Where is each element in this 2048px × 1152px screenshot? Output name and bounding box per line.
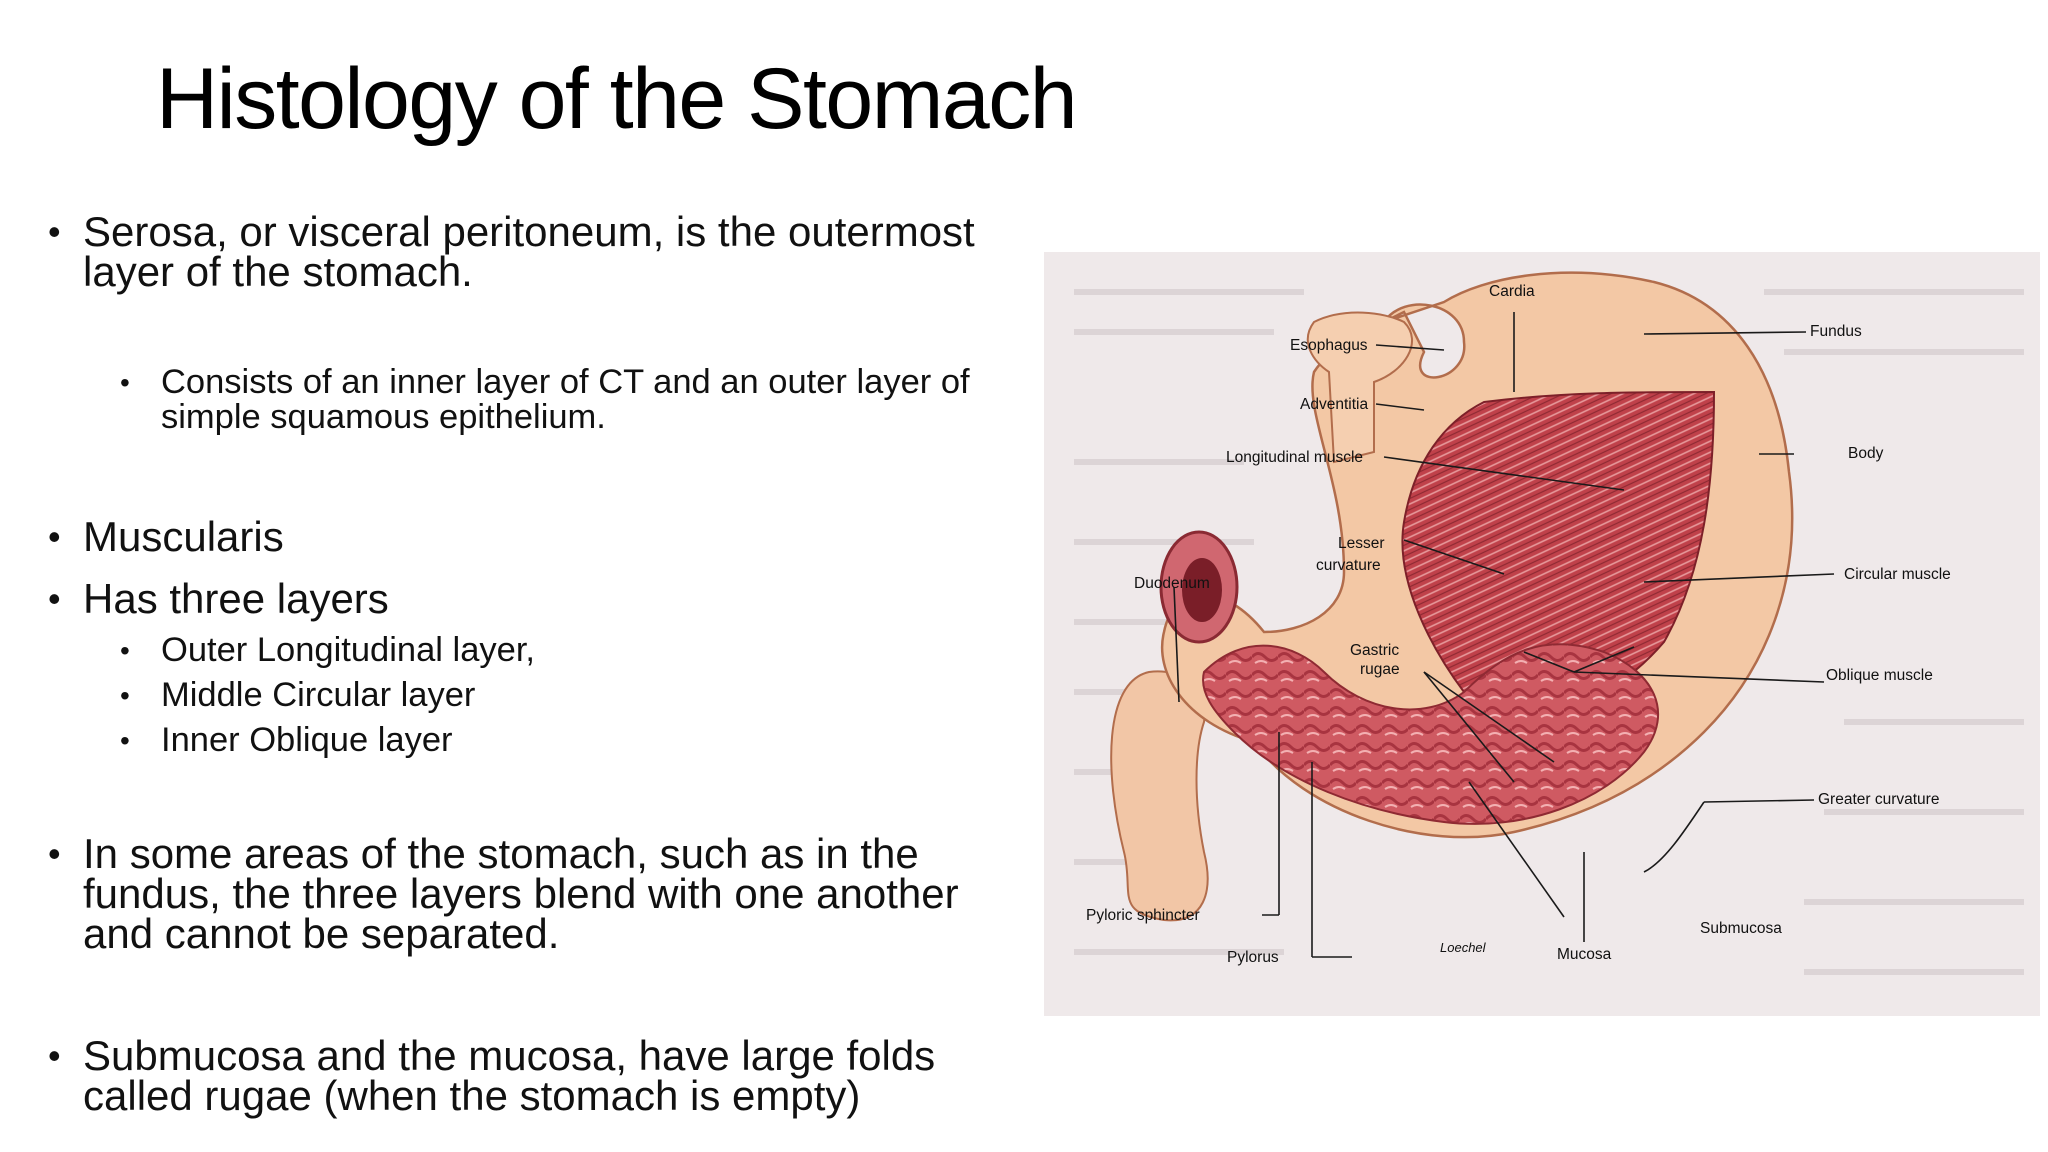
label-mucosa: Mucosa	[1557, 946, 1612, 963]
label-submucosa: Submucosa	[1700, 920, 1782, 937]
label-greater-curvature: Greater curvature	[1818, 791, 1939, 808]
sub-bullet-list-serosa: Consists of an inner layer of CT and an …	[120, 365, 1050, 435]
label-gastric-rugae-2: rugae	[1360, 661, 1400, 678]
stomach-diagram: Cardia Esophagus Fundus Adventitia Body …	[1044, 252, 2040, 1016]
bullet-serosa: Serosa, or visceral peritoneum, is the o…	[48, 211, 1028, 293]
bullet-rugae: Submucosa and the mucosa, have large fol…	[48, 1035, 1028, 1117]
label-pylorus: Pylorus	[1227, 949, 1279, 966]
label-circular-muscle: Circular muscle	[1844, 566, 1951, 583]
sub-bullet-list-layers: Outer Longitudinal layer, Middle Circula…	[120, 628, 1050, 763]
esophagus-shape	[1306, 311, 1414, 464]
label-longitudinal-muscle: Longitudinal muscle	[1226, 449, 1363, 466]
slide-title: Histology of the Stomach	[156, 51, 1078, 147]
stomach-illustration: Cardia Esophagus Fundus Adventitia Body …	[1074, 271, 2024, 975]
bullet-list-rugae: Submucosa and the mucosa, have large fol…	[48, 1035, 1028, 1117]
label-lesser-curvature-2: curvature	[1316, 557, 1381, 574]
bullet-fundus: In some areas of the stomach, such as in…	[48, 833, 1028, 955]
label-pyloric-sphincter: Pyloric sphincter	[1086, 907, 1200, 924]
bullet-list-serosa: Serosa, or visceral peritoneum, is the o…	[48, 211, 1028, 293]
label-adventitia: Adventitia	[1300, 396, 1368, 413]
label-artist-signature: Loechel	[1440, 940, 1487, 955]
label-gastric-rugae-1: Gastric	[1350, 642, 1399, 659]
label-esophagus: Esophagus	[1290, 337, 1368, 354]
sub-bullet-layer-2: Middle Circular layer	[120, 673, 1050, 718]
label-oblique-muscle: Oblique muscle	[1826, 667, 1933, 684]
bullet-list-fundus: In some areas of the stomach, such as in…	[48, 833, 1028, 955]
label-fundus: Fundus	[1810, 323, 1862, 340]
label-duodenum: Duodenum	[1134, 575, 1210, 592]
label-lesser-curvature-1: Lesser	[1338, 535, 1385, 552]
sub-bullet-serosa-detail: Consists of an inner layer of CT and an …	[120, 365, 1050, 435]
bullet-muscularis: Muscularis	[48, 516, 1028, 558]
label-cardia: Cardia	[1489, 283, 1535, 300]
sub-bullet-layer-3: Inner Oblique layer	[120, 718, 1050, 763]
sub-bullet-layer-1: Outer Longitudinal layer,	[120, 628, 1050, 673]
leader-lines	[1173, 312, 1835, 958]
bullet-list-muscularis: Muscularis Has three layers	[48, 516, 1028, 620]
pyloric-lumen	[1182, 558, 1222, 622]
label-body: Body	[1848, 445, 1884, 462]
bullet-three-layers: Has three layers	[48, 578, 1028, 620]
mucosa-rugae	[1202, 643, 1660, 825]
